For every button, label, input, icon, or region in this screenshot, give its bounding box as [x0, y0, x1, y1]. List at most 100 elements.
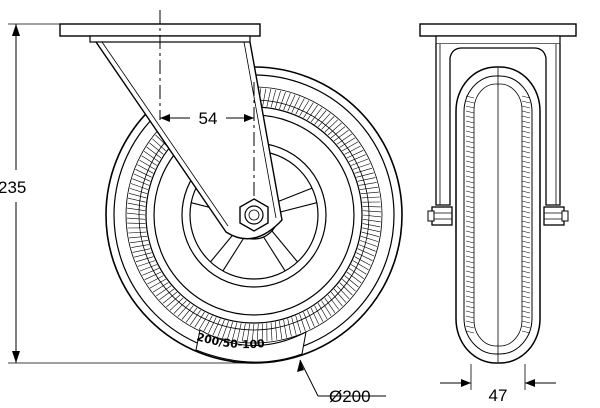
front-tread-line	[465, 120, 475, 124]
front-tread-line	[465, 270, 475, 274]
tread-line	[137, 164, 154, 174]
tread-line	[295, 98, 305, 115]
overall-height-value: 235	[0, 178, 26, 197]
front-tread-line	[465, 95, 475, 99]
front-tread-line	[465, 105, 475, 109]
spoke-edge	[263, 236, 286, 272]
front-tread-line	[465, 135, 475, 139]
tread-line	[135, 256, 154, 263]
tread-line	[360, 236, 379, 242]
front-tread-line	[465, 210, 475, 214]
tread-line	[127, 202, 146, 207]
tread-line	[128, 197, 146, 203]
front-tread-line	[521, 220, 531, 224]
front-tread-line	[521, 200, 531, 204]
tread-line	[134, 252, 152, 258]
front-tread-line	[521, 325, 531, 329]
front-tread-line	[521, 210, 531, 214]
front-tread-line	[465, 215, 475, 219]
front-tread-line	[521, 285, 531, 289]
tread-line	[362, 219, 381, 223]
tread-line	[295, 315, 302, 334]
tread-line	[128, 231, 147, 234]
front-tread-line	[465, 155, 475, 159]
tread-line	[339, 282, 353, 296]
front-tread-line	[465, 245, 475, 249]
front-wheel	[455, 66, 541, 364]
tread-line	[357, 248, 375, 257]
tread-line	[162, 291, 178, 304]
tread-line	[141, 155, 158, 166]
width-dimension: 47	[440, 364, 556, 405]
front-tread-line	[465, 235, 475, 239]
tread-line	[344, 275, 359, 288]
tread-line	[262, 88, 267, 107]
tread-line	[314, 305, 324, 322]
tread-line	[149, 278, 166, 289]
tread-line	[346, 150, 364, 159]
tread-line	[333, 288, 347, 303]
front-tread-pattern	[465, 95, 531, 334]
front-tread-line	[521, 295, 531, 299]
front-tread-line	[521, 245, 531, 249]
height-dimension: 235	[0, 23, 254, 364]
front-tread-line	[521, 165, 531, 169]
front-tread-line	[465, 175, 475, 179]
tread-line	[324, 297, 336, 313]
tread-line	[283, 93, 291, 111]
tread-line	[152, 282, 169, 293]
front-tread-line	[521, 270, 531, 274]
tread-line	[341, 278, 356, 292]
front-tread-line	[465, 255, 475, 259]
tread-line	[350, 264, 367, 275]
tread-line	[359, 240, 378, 247]
front-tread-line	[521, 110, 531, 114]
tread-line	[336, 285, 350, 300]
tread-line	[246, 323, 250, 342]
tread-line	[256, 323, 259, 343]
front-tread-line	[521, 105, 531, 109]
tread-line	[128, 193, 147, 199]
tread-line	[181, 305, 194, 320]
front-tread-line	[521, 330, 531, 334]
tread-line	[129, 188, 148, 194]
front-tread-line	[465, 290, 475, 294]
tread-line	[336, 133, 352, 145]
tread-line	[166, 294, 181, 308]
tread-line	[321, 116, 335, 130]
front-tread-line	[521, 155, 531, 159]
front-tread-line	[465, 320, 475, 324]
tread-line	[314, 110, 327, 125]
tread-line	[324, 119, 339, 133]
spoke-edge	[210, 230, 237, 263]
tread-line	[362, 214, 382, 218]
front-tread-line	[465, 265, 475, 269]
tread-line	[362, 223, 381, 228]
front-tread-line	[521, 150, 531, 154]
front-axle	[427, 206, 569, 226]
tread-line	[185, 307, 198, 323]
front-tread-line	[521, 145, 531, 149]
tread-line	[348, 154, 366, 162]
spoke-edge	[271, 230, 298, 263]
tread-line	[352, 260, 369, 271]
tread-line	[198, 313, 209, 330]
side-view: 54 200/50-100 Ø200 235	[0, 10, 403, 406]
tread-line	[287, 318, 292, 337]
front-tread-line	[521, 120, 531, 124]
front-tread-line	[521, 215, 531, 219]
wheel-diameter-value: Ø200	[329, 387, 371, 406]
front-tread-line	[521, 265, 531, 269]
tread-line	[261, 323, 263, 342]
front-fork	[435, 44, 561, 206]
front-tread-line	[521, 160, 531, 164]
tread-line	[190, 309, 201, 326]
front-tread-line	[465, 230, 475, 234]
tread-line	[156, 285, 172, 297]
tread-line	[352, 163, 371, 170]
offset-value: 54	[199, 109, 218, 128]
tread-line	[251, 323, 255, 343]
tread-line	[317, 113, 331, 128]
front-tread-line	[521, 240, 531, 244]
